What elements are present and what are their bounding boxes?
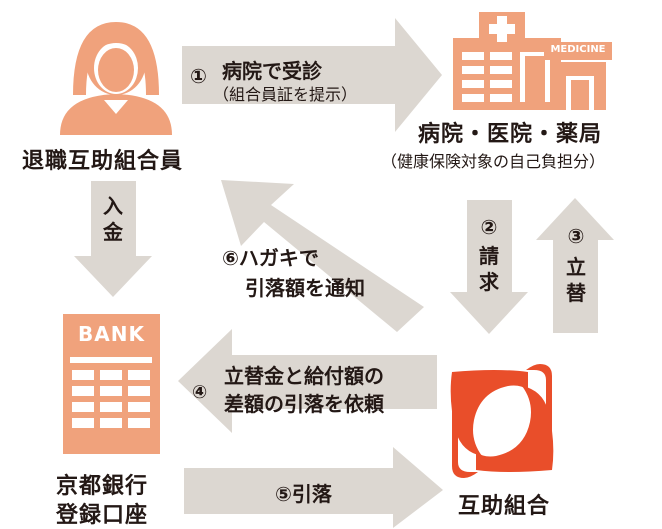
step3-number: ③	[567, 224, 585, 248]
hospital-icon	[453, 12, 612, 110]
bank-icon	[63, 314, 160, 454]
deposit-char2: 金	[103, 220, 123, 244]
step6-line1: ⑥ハガキで	[222, 246, 319, 270]
association-logo	[450, 364, 554, 478]
arrow-deposit	[74, 181, 152, 297]
step5-label: ⑤引落	[275, 482, 332, 506]
bank-label-line1: 京都銀行	[56, 474, 149, 499]
step4-line2: 差額の引落を依頼	[224, 392, 384, 416]
bank-label-line2: 登録口座	[56, 503, 149, 528]
step3-char1: 立	[566, 255, 586, 279]
step1-number: ①	[190, 64, 207, 88]
step2-number: ②	[480, 215, 498, 239]
step4-line1: 立替金と給付額の	[224, 364, 384, 388]
deposit-char1: 入	[103, 194, 123, 218]
hospital-label: 病院・医院・薬局	[418, 122, 603, 147]
step1-subtitle: （組合員証を提示）	[213, 85, 358, 104]
step4-number: ④	[192, 382, 208, 403]
arrow-reimburse	[536, 198, 614, 333]
arrow-visit-hospital	[182, 18, 442, 132]
step2-char1: 請	[479, 244, 499, 268]
hospital-sublabel: （健康保険対象の自己負担分）	[381, 152, 606, 171]
step3-char2: 替	[566, 281, 586, 305]
association-label: 互助組合	[458, 494, 551, 519]
member-label: 退職互助組合員	[22, 149, 184, 174]
arrow-debit-request	[178, 329, 437, 433]
arrow-postcard-notice	[221, 180, 424, 332]
arrow-debit	[184, 447, 443, 528]
step6-line2: 引落額を通知	[245, 276, 365, 300]
step1-title: 病院で受診	[222, 59, 322, 83]
bank-sign: BANK	[78, 322, 145, 346]
step2-char2: 求	[479, 270, 499, 294]
medicine-sign: MEDICINE	[550, 44, 606, 55]
arrow-claim	[450, 200, 528, 334]
